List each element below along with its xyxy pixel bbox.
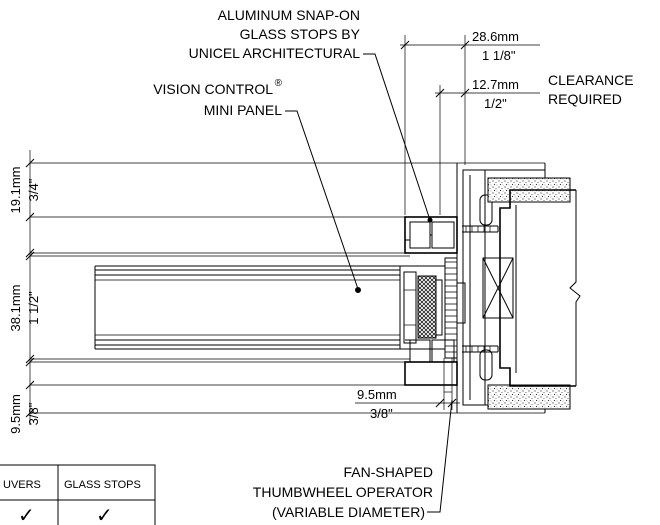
mini-panel-glass — [94, 265, 400, 350]
top-mm: 19.1mm — [8, 167, 23, 214]
stop-width-in: 1 1/8" — [482, 48, 516, 63]
glass-stops-line-2: GLASS STOPS BY — [240, 26, 361, 42]
left-dimensions — [25, 150, 35, 425]
vision-control-leader-dot — [355, 287, 361, 293]
door-core — [482, 177, 581, 410]
glass-stop-bottom — [404, 339, 458, 386]
glass-stops-line-3: UNICEL ARCHITECTURAL — [189, 45, 361, 61]
vision-control-leader — [285, 110, 359, 290]
vision-control-line-2: MINI PANEL — [204, 102, 283, 118]
clearance-line-2: REQUIRED — [548, 91, 622, 107]
door-frame — [456, 163, 546, 413]
vision-control-line-1: VISION CONTROL — [153, 81, 273, 97]
blind-mechanism — [399, 265, 446, 350]
glass-stops-line-1: ALUMINUM SNAP-ON — [218, 7, 360, 23]
thumbwheel-line-1: FAN-SHAPED — [344, 464, 433, 480]
thumbwheel-operator — [443, 257, 466, 393]
glass-stops-leader-dot — [427, 217, 433, 223]
glass-stops-leader — [363, 53, 431, 221]
top-in: 3/4" — [26, 178, 41, 201]
registered-mark: ® — [275, 78, 283, 89]
panel-mm: 38.1mm — [8, 285, 23, 332]
feature-table — [0, 464, 156, 525]
thumbwheel-line-3: (VARIABLE DIAMETER) — [272, 504, 425, 520]
table-header-glass-stops: GLASS STOPS — [64, 479, 141, 491]
screw-anchors — [462, 194, 499, 381]
reference-lines — [30, 162, 545, 414]
gap-dimension — [355, 392, 460, 410]
check-mark-icon: ✓ — [96, 503, 113, 525]
bottom-mm: 9.5mm — [8, 394, 23, 434]
table-header-louvers: UVERS — [3, 479, 41, 491]
top-dimensions — [400, 35, 540, 215]
panel-in: 1 1/2" — [26, 291, 41, 325]
thumbwheel-line-2: THUMBWHEEL OPERATOR — [253, 484, 433, 500]
clearance-mm: 12.7mm — [472, 77, 519, 92]
clearance-line-1: CLEARANCE — [548, 72, 634, 88]
check-mark-icon: ✓ — [18, 503, 35, 525]
bottom-in: 3/8" — [26, 402, 41, 425]
stop-width-mm: 28.6mm — [472, 29, 519, 44]
glass-stop-top — [404, 216, 458, 254]
clearance-in: 1/2" — [484, 96, 507, 111]
thumbwheel-leader — [427, 399, 453, 513]
gap-in: 3/8" — [370, 406, 393, 421]
gap-mm: 9.5mm — [357, 387, 397, 402]
